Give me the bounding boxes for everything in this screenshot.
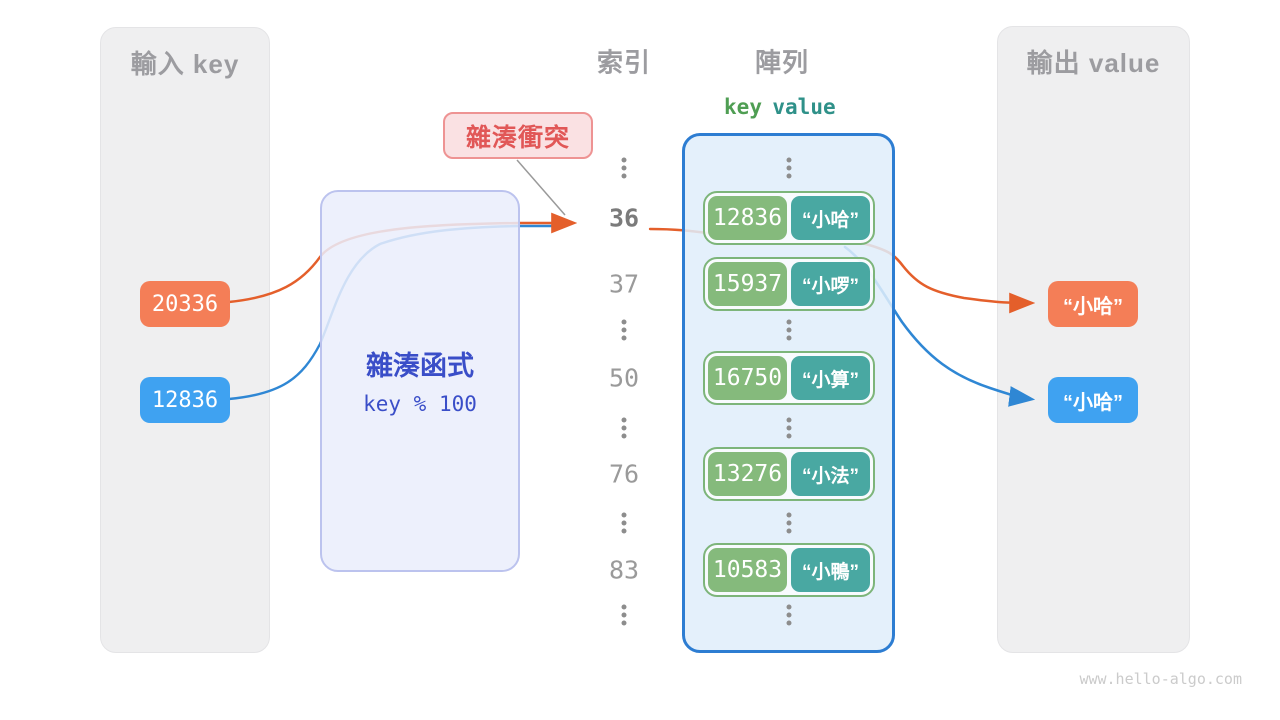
pointer-line-collision [516, 159, 566, 216]
hash-function-formula: key % 100 [363, 392, 477, 416]
bucket-83: 10583“小鴨” [703, 543, 875, 597]
array-value-column-label: value [772, 95, 836, 119]
key-cell: 10583 [708, 548, 787, 592]
index-76: 76 [608, 459, 640, 489]
input-key-20336: 20336 [140, 281, 230, 327]
bucket-76: 13276“小法” [703, 447, 875, 501]
key-cell: 12836 [708, 196, 787, 240]
index-ellipsis [621, 604, 627, 626]
input-key-12836: 12836 [140, 377, 230, 423]
index-column-header: 索引 [596, 47, 652, 78]
array-ellipsis [786, 512, 792, 534]
index-ellipsis [621, 157, 627, 179]
input-key-panel: 輸入 key [100, 27, 270, 653]
value-cell: “小啰” [791, 262, 870, 306]
index-37: 37 [608, 269, 640, 299]
hash-function-panel: 雜湊函式 key % 100 [320, 190, 520, 572]
key-cell: 13276 [708, 452, 787, 496]
array-column-header: 陣列 [754, 47, 810, 78]
value-cell: “小鴨” [791, 548, 870, 592]
output-value-panel: 輸出 value [997, 26, 1190, 653]
bucket-36: 12836“小哈” [703, 191, 875, 245]
output-panel-title: 輸出 value [1026, 48, 1161, 78]
key-cell: 16750 [708, 356, 787, 400]
watermark: www.hello-algo.com [1079, 670, 1242, 688]
bucket-37: 15937“小啰” [703, 257, 875, 311]
array-ellipsis [786, 319, 792, 341]
value-cell: “小算” [791, 356, 870, 400]
output-value-blue: “小哈” [1048, 377, 1138, 423]
value-cell: “小法” [791, 452, 870, 496]
bucket-50: 16750“小算” [703, 351, 875, 405]
index-ellipsis [621, 417, 627, 439]
hash-collision-label: 雜湊衝突 [465, 123, 570, 152]
array-key-column-label: key [724, 95, 762, 119]
array-ellipsis [786, 157, 792, 179]
index-50: 50 [608, 363, 640, 393]
hash-collision-badge: 雜湊衝突 [443, 112, 593, 159]
input-panel-title: 輸入 key [130, 49, 240, 79]
index-83: 83 [608, 555, 640, 585]
array-ellipsis [786, 417, 792, 439]
output-value-orange: “小哈” [1048, 281, 1138, 327]
index-36: 36 [608, 203, 640, 233]
key-cell: 15937 [708, 262, 787, 306]
hash-function-title: 雜湊函式 [366, 351, 474, 381]
index-ellipsis [621, 319, 627, 341]
value-cell: “小哈” [791, 196, 870, 240]
array-ellipsis [786, 604, 792, 626]
index-ellipsis [621, 512, 627, 534]
